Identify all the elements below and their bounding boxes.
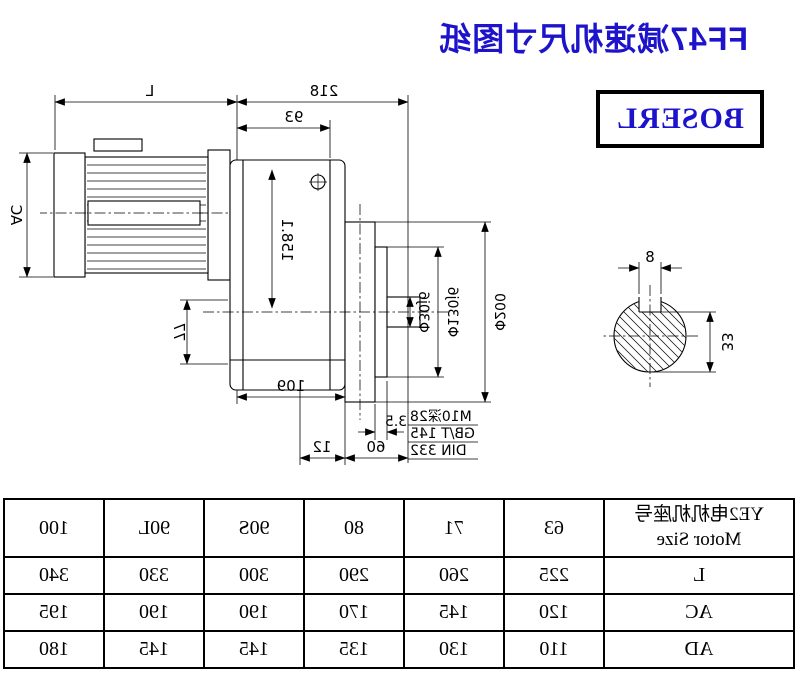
motor-size-header-zh: YE2电机机座号 [634, 504, 764, 526]
dimension-flange-dia: Φ200 [375, 221, 507, 403]
dimension-ac: AC [7, 152, 53, 278]
dim-label-key-width: 8 [645, 248, 655, 266]
motor-outline [53, 138, 231, 281]
thread-callout-line3: DIN 332 [410, 443, 467, 459]
dim-label-section-height: 33 [718, 332, 736, 351]
row-AD-value-0: 110 [504, 631, 604, 668]
dim-label-158: 158.1 [278, 219, 296, 262]
thread-callout-line2: GB/T 145 [410, 426, 475, 442]
motor-size-header-en: Motor Size [656, 529, 742, 550]
dim-label-77: 77 [170, 322, 188, 341]
table-row-AD: AD 110 130 135 145 145 180 [4, 631, 794, 668]
gearbox-housing [229, 159, 346, 391]
dimension-109: 109 [236, 377, 346, 404]
size-col-5: 100 [4, 499, 104, 557]
dia-label-flange: Φ200 [491, 293, 507, 331]
dim-label-3-5: 3.5 [385, 414, 407, 430]
table-row-L: L 225 260 290 300 330 340 [4, 557, 794, 594]
row-AC-value-5: 195 [4, 594, 104, 631]
row-L-label: L [604, 557, 794, 594]
thread-callout-line1: M10深28 [410, 409, 472, 425]
size-col-3: 90S [204, 499, 304, 557]
row-L-value-3: 300 [204, 557, 304, 594]
size-col-2: 80 [304, 499, 404, 557]
row-AC-label: AC [604, 594, 794, 631]
dimension-158: 158.1 [268, 169, 296, 309]
dia-label-shaft: Φ30j6 [415, 291, 431, 333]
table-row-AC: AC 120 145 170 190 190 195 [4, 594, 794, 631]
thread-callout: M10深28 GB/T 145 DIN 332 [408, 409, 478, 460]
dimension-shaft-dia: Φ30j6 [406, 291, 431, 333]
shaft-section-view: 8 33 [602, 248, 736, 387]
dimension-top: L 218 93 [54, 82, 409, 292]
size-col-4: 90L [104, 499, 204, 557]
row-AC-value-3: 190 [204, 594, 304, 631]
table-header-row: YE2电机机座号 Motor Size 63 71 80 90S 90L 100 [4, 499, 794, 557]
dia-label-spigot: Φ130j6 [444, 287, 460, 338]
dim-label-109: 109 [277, 377, 306, 395]
row-AC-value-1: 145 [404, 594, 504, 631]
row-L-value-2: 290 [304, 557, 404, 594]
row-L-value-4: 330 [104, 557, 204, 594]
row-L-value-1: 260 [404, 557, 504, 594]
dimension-bottom: 3.5 60 12 [299, 292, 409, 465]
dim-label-12: 12 [312, 438, 331, 456]
row-L-value-5: 340 [4, 557, 104, 594]
size-col-1: 71 [404, 499, 504, 557]
dimension-77: 77 [170, 299, 228, 365]
row-AD-value-3: 145 [204, 631, 304, 668]
row-AD-value-1: 130 [404, 631, 504, 668]
dimension-table: YE2电机机座号 Motor Size 63 71 80 90S 90L 100… [3, 498, 795, 669]
row-AC-value-4: 190 [104, 594, 204, 631]
dim-label-60: 60 [366, 438, 385, 456]
section-hatching [614, 300, 686, 372]
row-AD-value-5: 180 [4, 631, 104, 668]
dimension-spigot-dia: Φ130j6 [387, 246, 460, 378]
motor-eyebolt-pad [93, 138, 143, 152]
row-AD-value-2: 135 [304, 631, 404, 668]
dim-label-ac: AC [7, 205, 25, 225]
dim-label-93: 93 [284, 108, 303, 126]
row-AC-value-2: 170 [304, 594, 404, 631]
row-AD-label: AD [604, 631, 794, 668]
size-col-0: 63 [504, 499, 604, 557]
dim-label-218: 218 [310, 82, 339, 100]
row-AC-value-0: 120 [504, 594, 604, 631]
motor-size-header-cell: YE2电机机座号 Motor Size [604, 499, 794, 557]
dim-label-L: L [145, 82, 154, 100]
motor-fan-cowl [53, 152, 86, 278]
row-AD-value-4: 145 [104, 631, 204, 668]
row-L-value-0: 225 [504, 557, 604, 594]
gearmotor-drawing: L 218 93 AC 158.1 77 [7, 82, 736, 465]
